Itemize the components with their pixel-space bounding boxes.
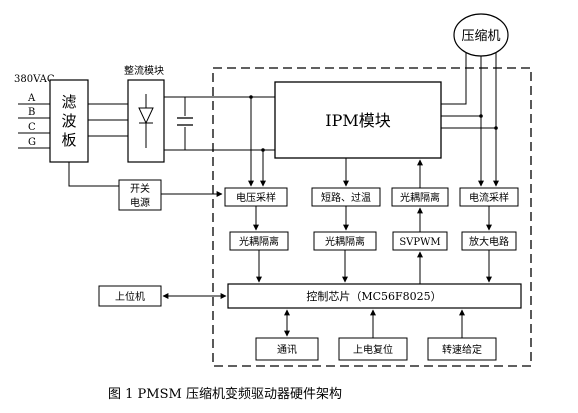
control-chip-label: 控制芯片（MC56F8025）: [306, 289, 441, 303]
rectifier-box: [127, 79, 165, 163]
optocoupler-fault-label: 光耦隔离: [325, 235, 365, 248]
filter-board-char-1: 滤: [61, 93, 76, 111]
communication-box: [255, 337, 319, 361]
diode-icon: [138, 94, 154, 148]
filter-board-char-2: 波: [61, 112, 76, 130]
speed-setpoint-label: 转速给定: [442, 343, 482, 356]
host-computer-box: [98, 285, 162, 307]
phase-lines: [18, 103, 50, 149]
phase-label-c: C: [28, 122, 36, 133]
rectifier-label: 整流模块: [124, 64, 164, 77]
phase-label-g: G: [28, 137, 36, 148]
dc-bus-capacitor-icon: [177, 117, 193, 126]
filter-board-char-3: 板: [61, 131, 76, 149]
control-chip-box: [227, 283, 522, 309]
phase-label-b: B: [28, 107, 35, 118]
ipm-module-label: IPM模块: [325, 111, 390, 130]
optocoupler-top-label: 光耦隔离: [400, 191, 440, 204]
phase-label-a: A: [27, 93, 36, 104]
communication-label: 通讯: [277, 344, 297, 356]
ipm-module-box: [274, 81, 442, 159]
host-computer-label: 上位机: [115, 290, 145, 303]
input-voltage-label: 380VAC: [14, 74, 55, 85]
voltage-sampling-label: 电压采样: [236, 191, 276, 204]
current-sampling-label: 电流采样: [469, 191, 509, 204]
compressor-label: 压缩机: [461, 28, 500, 44]
filter-board-box: [49, 79, 89, 163]
svpwm-label: SVPWM: [399, 237, 440, 248]
short-overtemp-label: 短路、过温: [321, 191, 371, 204]
amplifier-circuit-label: 放大电路: [469, 235, 509, 248]
control-board-boundary: [212, 67, 532, 367]
switch-power-line-1: 开关: [130, 182, 150, 195]
switch-power-box: [118, 179, 162, 211]
figure-caption: 图 1 PMSM 压缩机变频驱动器硬件架构: [108, 386, 342, 402]
switch-power-line-2: 电源: [130, 196, 150, 209]
power-on-reset-label: 上电复位: [353, 343, 393, 356]
optocoupler-voltage-label: 光耦隔离: [239, 235, 279, 248]
